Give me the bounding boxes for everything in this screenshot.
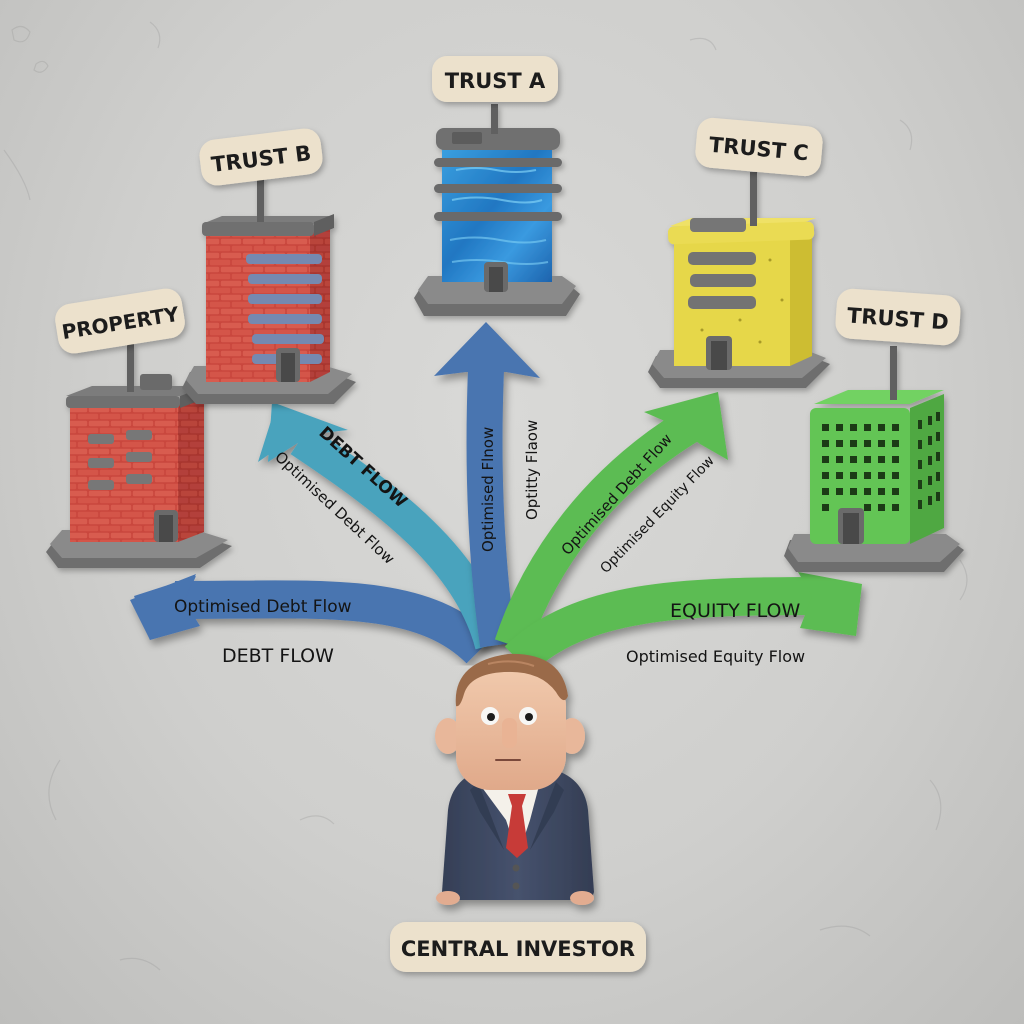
trust-d-windows: [822, 412, 940, 511]
wall-texture: [3, 21, 968, 971]
sign-central-investor: CENTRAL INVESTOR: [390, 922, 646, 972]
flow-label-property-beside: DEBT FLOW: [222, 645, 334, 667]
building-property: [46, 344, 232, 568]
flow-arrow-to-trust-d: [504, 572, 862, 675]
sign-trust-b: TRUST B: [199, 128, 323, 186]
flows: [130, 322, 862, 675]
flow-arrow-to-trust-c: [494, 392, 728, 651]
flow-label-property-on-arrow: Optimised Debt Flow: [174, 597, 352, 617]
central-investor-figure: [435, 653, 594, 905]
flow-label-trust-d-on-arrow: EQUITY FLOW: [670, 600, 801, 622]
sign-property: PROPERTY: [55, 288, 185, 354]
flow-arrow-to-property: [130, 574, 494, 664]
flow-label-trust-a-on-arrow: Optimised Flnow: [479, 427, 497, 552]
building-trust-a: [414, 104, 580, 316]
sign-trust-c: TRUST C: [695, 117, 823, 177]
sign-label-trust-a: TRUST A: [445, 69, 546, 93]
building-trust-b: [182, 176, 356, 404]
flow-label-trust-c-on-arrow: Optimised Debt Flow: [558, 430, 676, 558]
flow-label-trust-d-beside: Optimised Equity Flow: [626, 647, 805, 666]
flow-arrow-to-trust-a: [434, 322, 540, 648]
sign-trust-a: TRUST A: [432, 56, 558, 102]
investor-label: CENTRAL INVESTOR: [401, 937, 635, 961]
sign-trust-d: TRUST D: [835, 288, 961, 346]
flow-label-trust-a-beside: Optitty Flaow: [523, 420, 541, 520]
building-trust-c: [648, 172, 830, 388]
building-trust-d: [784, 346, 964, 572]
